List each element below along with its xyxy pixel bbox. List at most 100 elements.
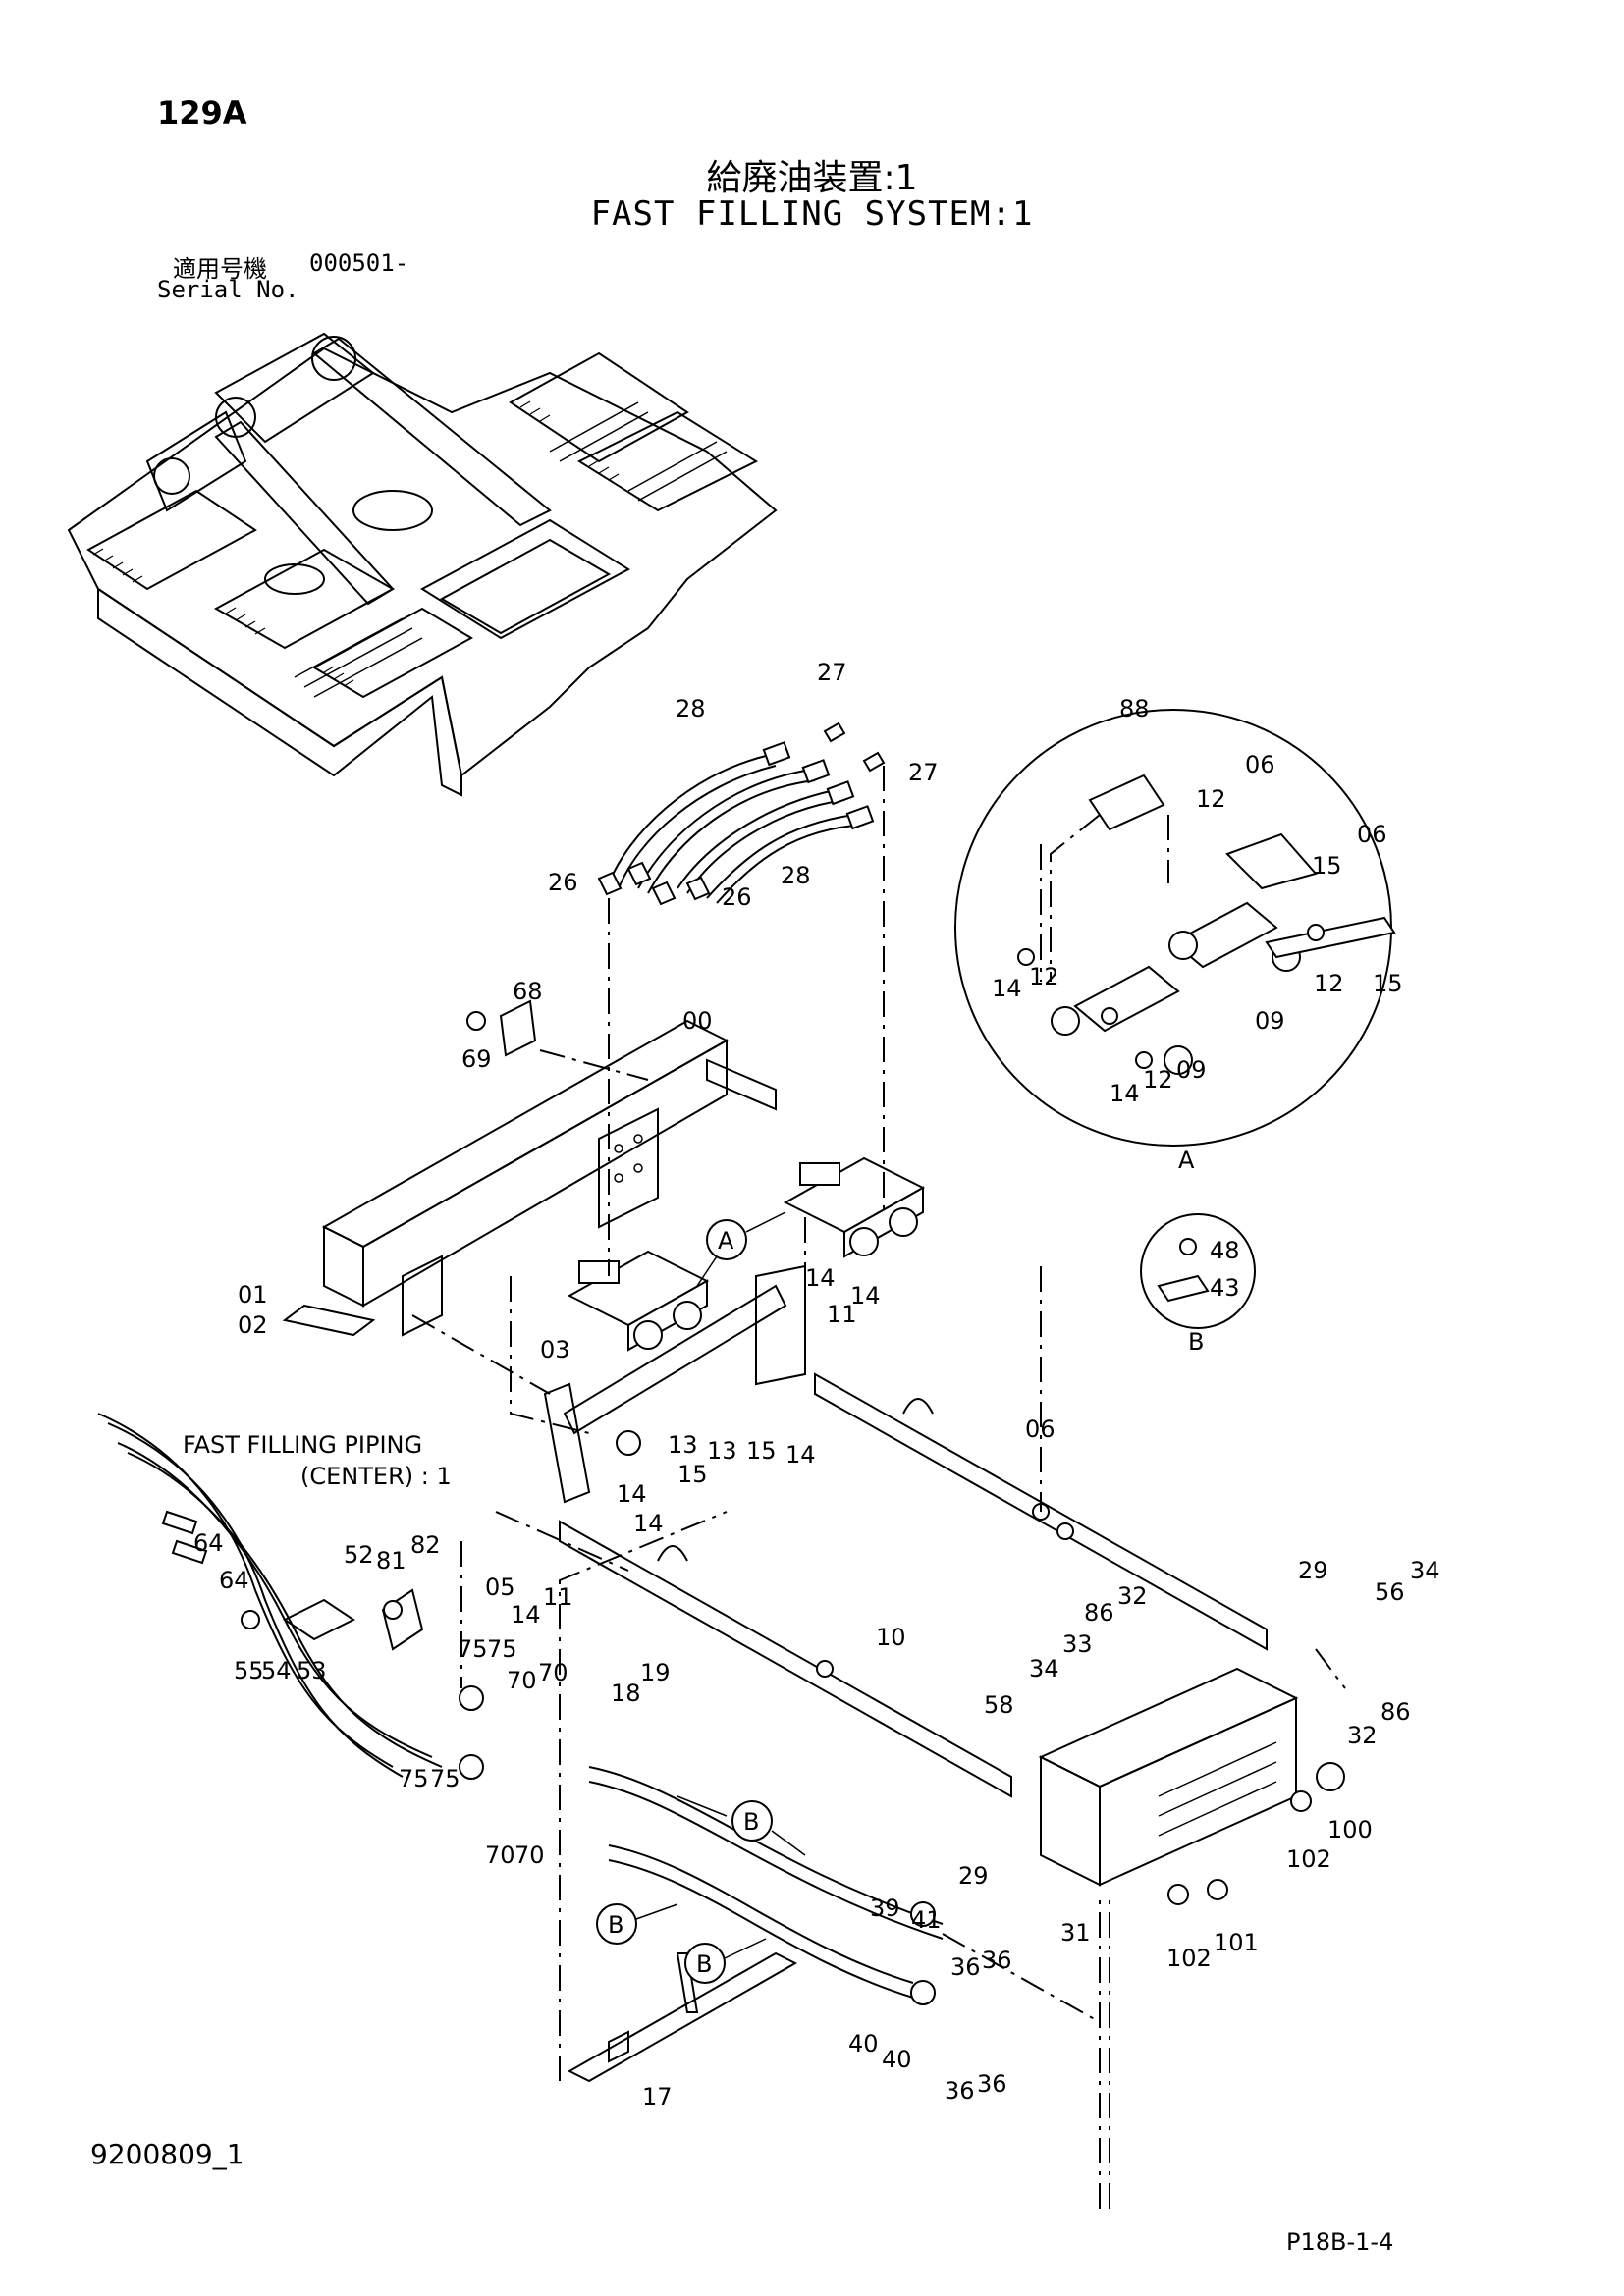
part-label: 64	[193, 1529, 224, 1557]
part-label: 52	[344, 1541, 374, 1569]
detail-view-B	[1140, 1213, 1256, 1329]
clamp-bracket-52	[241, 1588, 424, 1651]
part-label: 102	[1166, 1945, 1212, 1972]
part-label: 15	[746, 1437, 777, 1465]
hose-assembly-top	[597, 721, 886, 906]
part-label: 41	[911, 1906, 942, 1934]
part-label: 86	[1084, 1599, 1114, 1627]
page-number: 129A	[157, 94, 247, 132]
part-label: 75	[458, 1635, 488, 1663]
part-label: 14	[850, 1282, 881, 1309]
part-label: 29	[958, 1862, 989, 1890]
title-english: FAST FILLING SYSTEM:1	[590, 194, 1034, 234]
part-label: 10	[876, 1624, 906, 1651]
part-label: 00	[682, 1007, 713, 1035]
part-label: 29	[1298, 1557, 1328, 1584]
part-label: 101	[1214, 1929, 1259, 1956]
part-label: 70	[485, 1842, 515, 1869]
serial-label-japanese: 適用号機	[173, 255, 267, 283]
part-label: 43	[1210, 1274, 1240, 1302]
reference-text: FAST FILLING PIPING	[183, 1431, 422, 1459]
part-label: 32	[1347, 1722, 1378, 1749]
part-label: 81	[376, 1547, 406, 1575]
part-label: 09	[1255, 1007, 1285, 1035]
part-label: 27	[908, 759, 939, 786]
detail-label-A: A	[1178, 1147, 1195, 1174]
part-label: 28	[781, 862, 811, 889]
part-label: 70	[507, 1667, 537, 1694]
part-label: 36	[945, 2077, 975, 2105]
part-label: 11	[827, 1301, 857, 1328]
detail-label-B-circle: B	[608, 1911, 623, 1939]
part-label: 34	[1029, 1655, 1059, 1682]
part-label: 34	[1410, 1557, 1440, 1584]
part-label: 18	[611, 1680, 641, 1707]
part-label: 27	[817, 659, 847, 686]
detail-view-A	[954, 709, 1396, 1147]
serial-label-english: Serial No.	[157, 276, 299, 303]
part-label: 14	[617, 1480, 647, 1508]
part-label: 36	[977, 2070, 1007, 2098]
arm-03	[543, 1264, 806, 1504]
part-label: 12	[1029, 963, 1059, 990]
part-label: 26	[722, 883, 752, 911]
part-label: 09	[1176, 1056, 1207, 1084]
part-label: 12	[1314, 970, 1344, 997]
part-label: 36	[950, 1953, 981, 1981]
part-label: 40	[882, 2046, 912, 2073]
part-label: 15	[677, 1461, 708, 1488]
part-label: 33	[1062, 1630, 1093, 1658]
part-label: 75	[430, 1765, 460, 1792]
machine-frame	[67, 332, 778, 797]
part-label: 31	[1060, 1919, 1091, 1947]
serial-number-value: 000501-	[309, 249, 409, 277]
part-label: 64	[219, 1567, 249, 1594]
part-label: 11	[543, 1583, 573, 1611]
part-label: 100	[1327, 1816, 1373, 1843]
part-label: 69	[461, 1045, 492, 1073]
part-label: 01	[238, 1281, 268, 1308]
part-label: 12	[1143, 1066, 1173, 1094]
callout-circles	[596, 1211, 806, 1984]
cylinder-block-lower	[567, 1250, 710, 1352]
cylinder-block-upper	[783, 1156, 926, 1258]
part-label: 75	[399, 1765, 429, 1792]
part-label: 15	[1312, 852, 1342, 880]
page-reference: P18B-1-4	[1286, 2228, 1394, 2256]
diagram-text: FAST FILLING PIPING (CENTER) : 1 A A B B…	[183, 659, 1440, 2110]
crossmember-00	[282, 1019, 777, 1337]
part-label: 06	[1025, 1415, 1056, 1443]
part-label: 13	[707, 1437, 737, 1465]
part-label: 40	[848, 2030, 879, 2057]
part-label: 26	[548, 869, 578, 896]
part-label: 28	[676, 695, 706, 722]
part-label: 14	[785, 1441, 816, 1468]
document-number: 9200809_1	[90, 2138, 244, 2170]
detail-label-B-circle: B	[696, 1950, 712, 1978]
part-label: 03	[540, 1336, 570, 1363]
bar-06	[814, 1372, 1268, 1651]
hose-assembly-lower	[97, 1413, 944, 2005]
part-label: 02	[238, 1311, 268, 1339]
part-label: 17	[642, 2083, 673, 2110]
part-label: 102	[1286, 1845, 1331, 1873]
part-label: 56	[1375, 1578, 1405, 1606]
bracket-68	[466, 999, 537, 1057]
part-label: 39	[870, 1895, 900, 1922]
part-label: 55	[234, 1657, 264, 1684]
part-label: 82	[410, 1531, 441, 1559]
part-label: 12	[1196, 785, 1226, 813]
part-label: 86	[1380, 1698, 1411, 1726]
part-label: 36	[982, 1947, 1012, 1974]
part-label: 14	[992, 975, 1022, 1002]
part-label: 15	[1373, 970, 1403, 997]
part-label: 48	[1210, 1237, 1240, 1264]
part-label: 13	[668, 1431, 698, 1459]
part-label: 53	[297, 1657, 327, 1684]
frame-17	[567, 1951, 798, 2083]
detail-label-A-circle: A	[718, 1227, 734, 1255]
part-label: 19	[640, 1659, 671, 1686]
part-label: 14	[805, 1264, 836, 1292]
reference-subtext: (CENTER) : 1	[300, 1463, 452, 1490]
